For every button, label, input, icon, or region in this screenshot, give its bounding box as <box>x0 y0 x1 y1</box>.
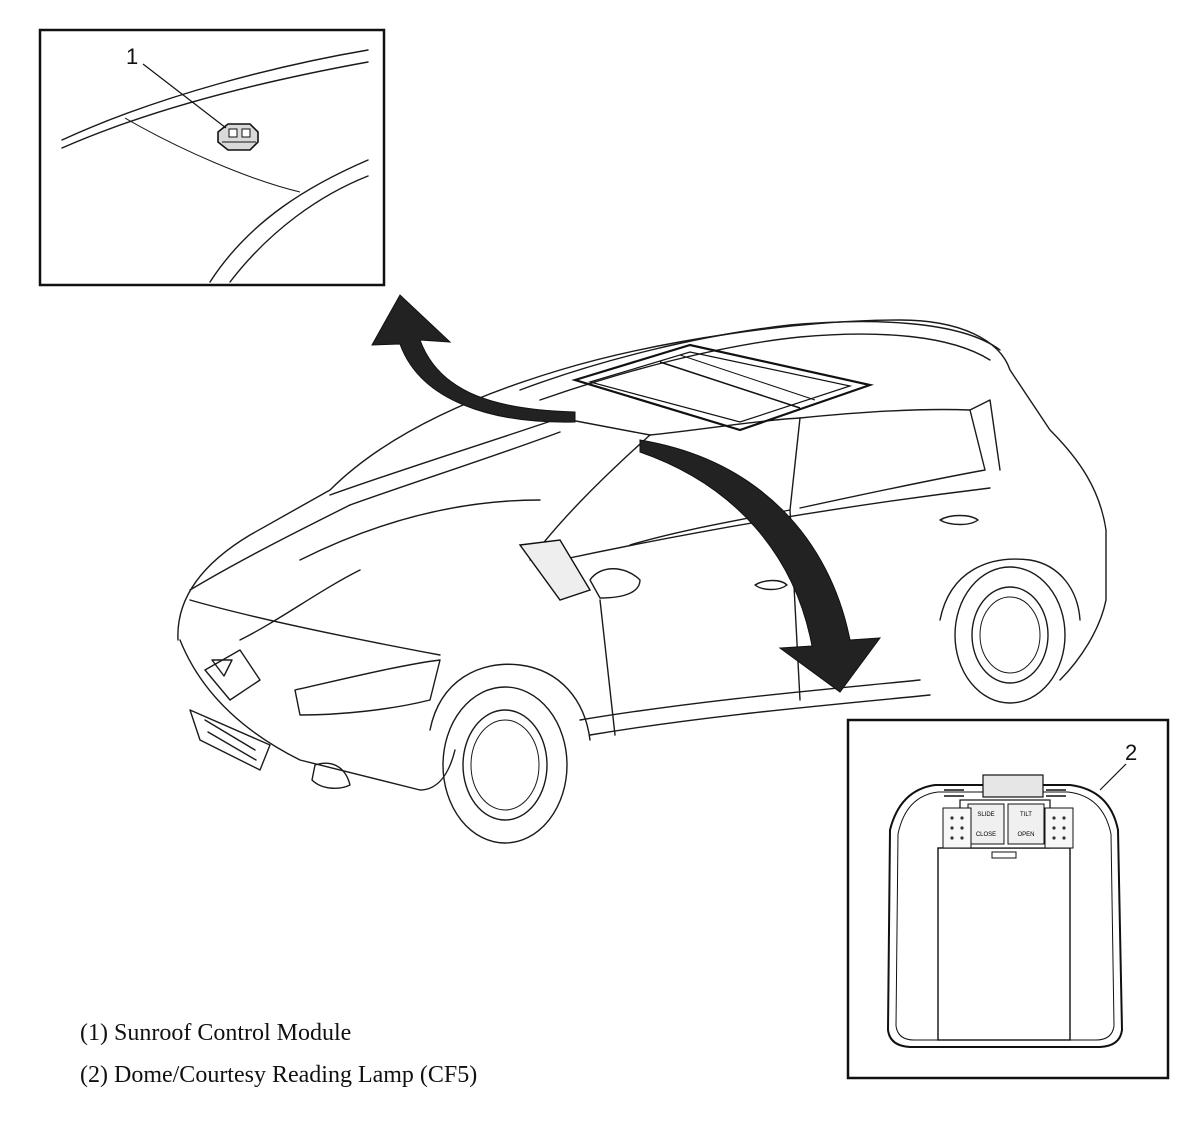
callout-number-2: 2 <box>1125 740 1137 765</box>
arrow-to-inset-1 <box>371 294 576 423</box>
lamp-label-slide: SLIDE <box>977 812 994 818</box>
lamp-label-open: OPEN <box>1017 832 1034 838</box>
legend-item-1: (1) Sunroof Control Module <box>80 1020 352 1046</box>
inset-sunroof-module: 1 <box>38 28 386 287</box>
sunroof-control-module-icon <box>217 123 259 151</box>
lamp-label-tilt: TILT <box>1020 812 1032 818</box>
lamp-label-close: CLOSE <box>976 832 996 838</box>
vehicle-illustration <box>177 319 1107 844</box>
callout-number-1: 1 <box>126 44 138 69</box>
sunroof-frame <box>571 343 875 432</box>
legend-item-2: (2) Dome/Courtesy Reading Lamp (CF5) <box>80 1062 478 1088</box>
arrow-to-inset-2 <box>639 439 882 693</box>
inset-dome-lamp: SLIDE TILT CLOSE OPEN 2 <box>846 718 1170 1080</box>
